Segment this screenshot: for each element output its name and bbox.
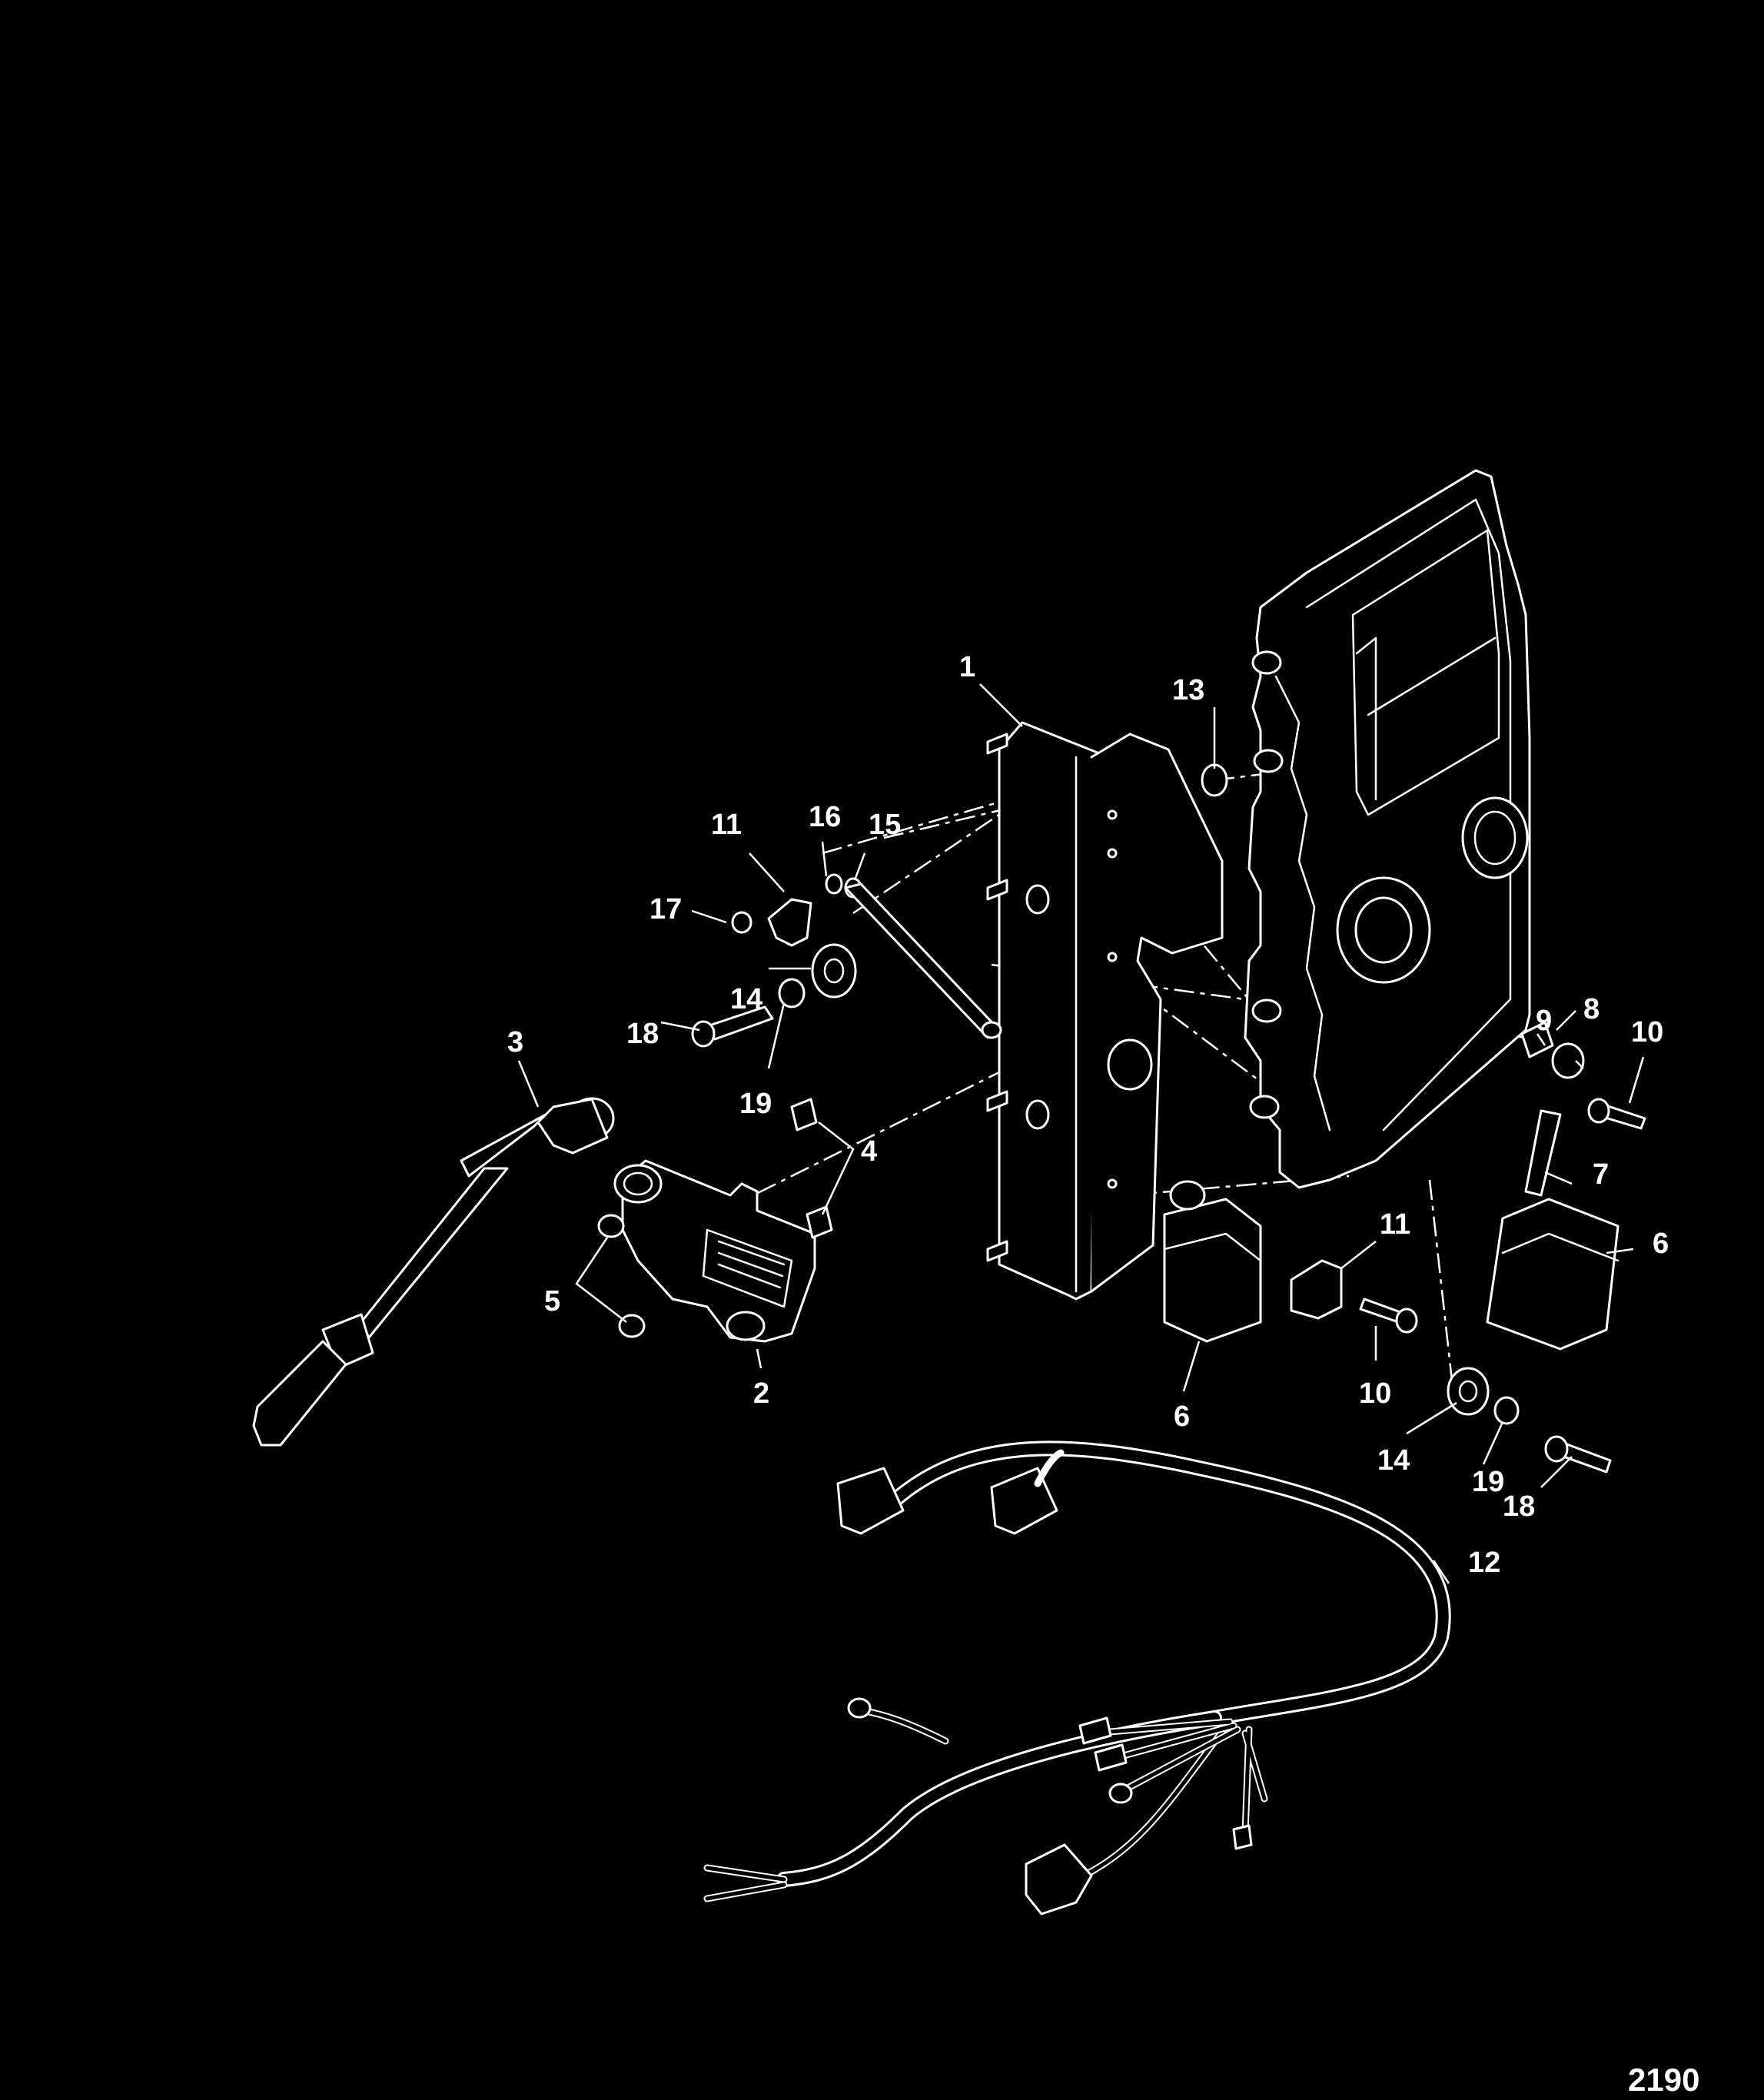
callout-8: 8 [1583, 993, 1600, 1025]
bracket-icon [986, 721, 1224, 1301]
callout-18b: 18 [1503, 1490, 1535, 1523]
clamp-icon [767, 898, 1343, 1320]
bolts [691, 911, 1646, 1474]
spark-plug-lead-icon [252, 1097, 615, 1447]
bracket-clip-icon [1524, 1109, 1562, 1197]
callout-14a: 14 [730, 983, 762, 1015]
ignition-coil-icon [613, 1159, 816, 1343]
callout-12: 12 [1468, 1547, 1500, 1579]
dowel-pins [790, 1098, 833, 1239]
callout-1: 1 [959, 651, 975, 683]
callout-10a: 10 [1631, 1016, 1663, 1048]
ground-strap-icon [844, 882, 1002, 1039]
callout-2: 2 [753, 1377, 769, 1410]
callout-19b: 19 [1472, 1466, 1504, 1498]
callout-16: 16 [809, 801, 841, 833]
callout-15: 15 [869, 809, 901, 841]
grommets [811, 763, 1490, 1416]
relay-icon [1163, 1180, 1619, 1351]
wire-harness-icon [703, 1440, 1451, 1916]
callout-14b: 14 [1377, 1444, 1410, 1477]
callout-9: 9 [1536, 1005, 1552, 1037]
callout-5: 5 [544, 1285, 560, 1317]
figure-number: 2190 [1628, 2062, 1699, 2098]
callout-labels: 1 2 3 4 5 6 6 7 8 9 10 10 11 11 12 13 14… [507, 651, 1699, 2098]
callout-13: 13 [1172, 674, 1204, 706]
callout-6a: 6 [1174, 1401, 1190, 1433]
callout-17: 17 [649, 893, 682, 925]
bushing-icon [1520, 1021, 1585, 1079]
callout-18a: 18 [626, 1018, 659, 1050]
callout-4: 4 [861, 1135, 877, 1168]
callout-11a: 11 [711, 809, 742, 841]
washers [778, 873, 1520, 1425]
callout-19a: 19 [739, 1088, 772, 1120]
callout-10b: 10 [1359, 1377, 1391, 1410]
ecm-cover-icon [1244, 469, 1531, 1189]
callout-11b: 11 [1380, 1208, 1410, 1241]
callout-6b: 6 [1653, 1228, 1669, 1260]
callout-7: 7 [1593, 1158, 1609, 1191]
callout-3: 3 [507, 1026, 523, 1058]
leader-lines [517, 683, 1645, 1584]
